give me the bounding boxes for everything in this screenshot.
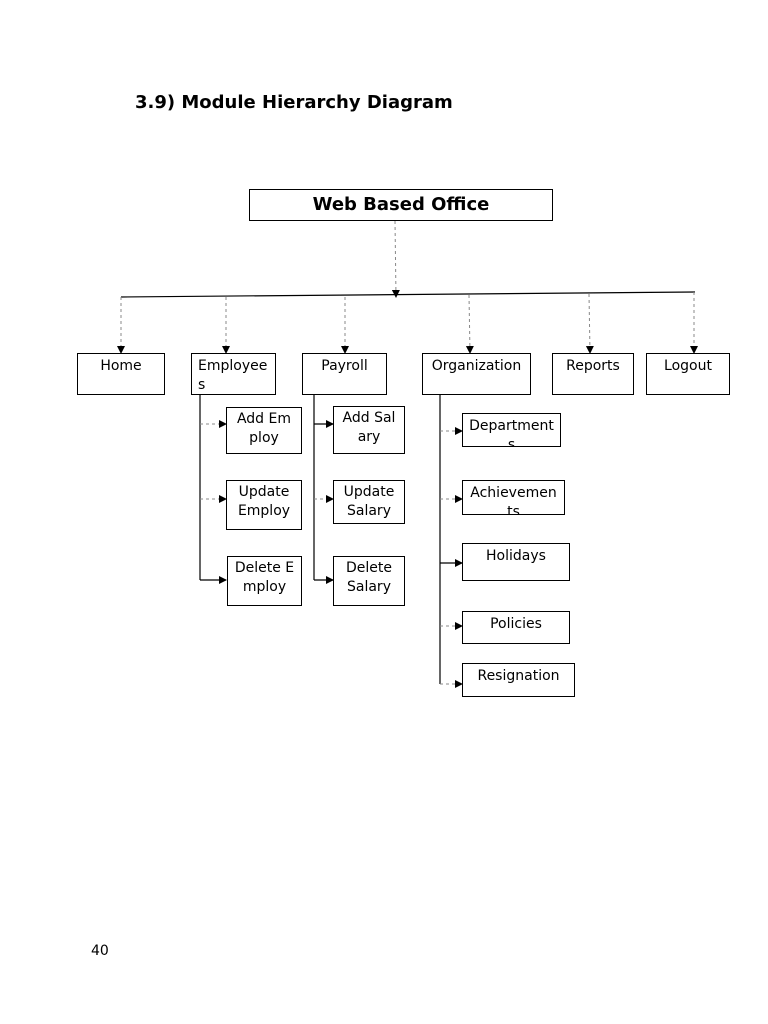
departments-node: Departments xyxy=(462,413,561,447)
module-bus xyxy=(120,291,696,298)
root-connector xyxy=(391,220,400,298)
page-number: 40 xyxy=(91,943,109,959)
module-organization: Organization xyxy=(422,353,531,395)
reports-connector xyxy=(585,293,594,354)
diagram-title: 3.9) Module Hierarchy Diagram xyxy=(135,92,453,113)
holidays-node: Holidays xyxy=(462,543,570,581)
organization-connector xyxy=(465,294,474,354)
achievements-node: Achievements xyxy=(462,480,565,515)
add-employ-node: Add Employ xyxy=(226,407,302,454)
update-salary-node: Update Salary xyxy=(333,480,405,524)
module-home: Home xyxy=(77,353,165,395)
delete-employ-node: Delete Employ xyxy=(227,556,302,606)
update-employ-node: Update Employ xyxy=(226,480,302,530)
module-employees: Employees xyxy=(191,353,276,395)
module-payroll: Payroll xyxy=(302,353,387,395)
module-reports: Reports xyxy=(552,353,634,395)
delete-salary-node: Delete Salary xyxy=(333,556,405,606)
add-salary-node: Add Salary xyxy=(333,406,405,454)
module-logout: Logout xyxy=(646,353,730,395)
policies-node: Policies xyxy=(462,611,570,644)
resignation-node: Resignation xyxy=(462,663,575,697)
root-node: Web Based Office xyxy=(249,189,553,221)
